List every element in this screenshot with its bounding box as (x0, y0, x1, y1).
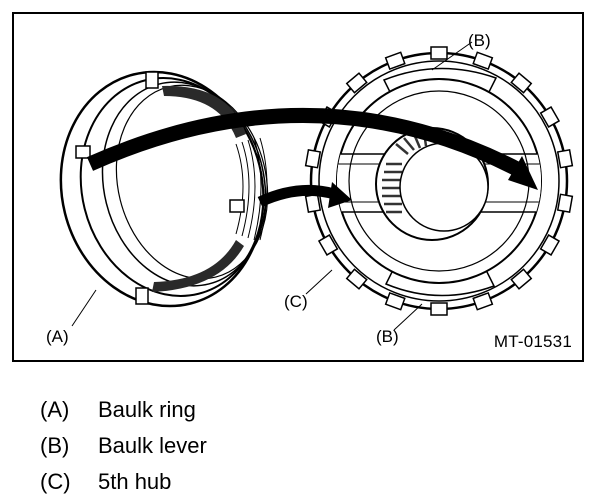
hub-splines (382, 131, 428, 214)
legend-label: Baulk ring (98, 397, 196, 422)
legend-label: 5th hub (98, 469, 172, 494)
assembly-arrows (86, 108, 538, 208)
legend-key: (B) (40, 433, 70, 458)
legend-item: (C) 5th hub (40, 464, 207, 500)
callout-b-top: (B) (468, 31, 491, 50)
callout-b-bottom: (B) (376, 327, 399, 346)
figure-id: MT-01531 (493, 332, 572, 351)
long-arrow (86, 108, 523, 177)
leader-lines (71, 41, 473, 331)
legend-key: (A) (40, 397, 70, 422)
short-arrow (257, 184, 336, 208)
baulk-ring (59, 70, 269, 308)
callout-a: (A) (46, 327, 69, 346)
legend-item: (A) Baulk ring (40, 392, 207, 428)
legend-item: (B) Baulk lever (40, 428, 207, 464)
legend-label: Baulk lever (98, 433, 207, 458)
legend: (A) Baulk ring (B) Baulk lever (C) 5th h… (40, 392, 207, 500)
callout-c: (C) (284, 292, 308, 311)
legend-key: (C) (40, 469, 71, 494)
diagram-frame: (A) (B) (B) (C) MT-01531 (12, 12, 584, 362)
assembly-illustration (59, 41, 574, 331)
